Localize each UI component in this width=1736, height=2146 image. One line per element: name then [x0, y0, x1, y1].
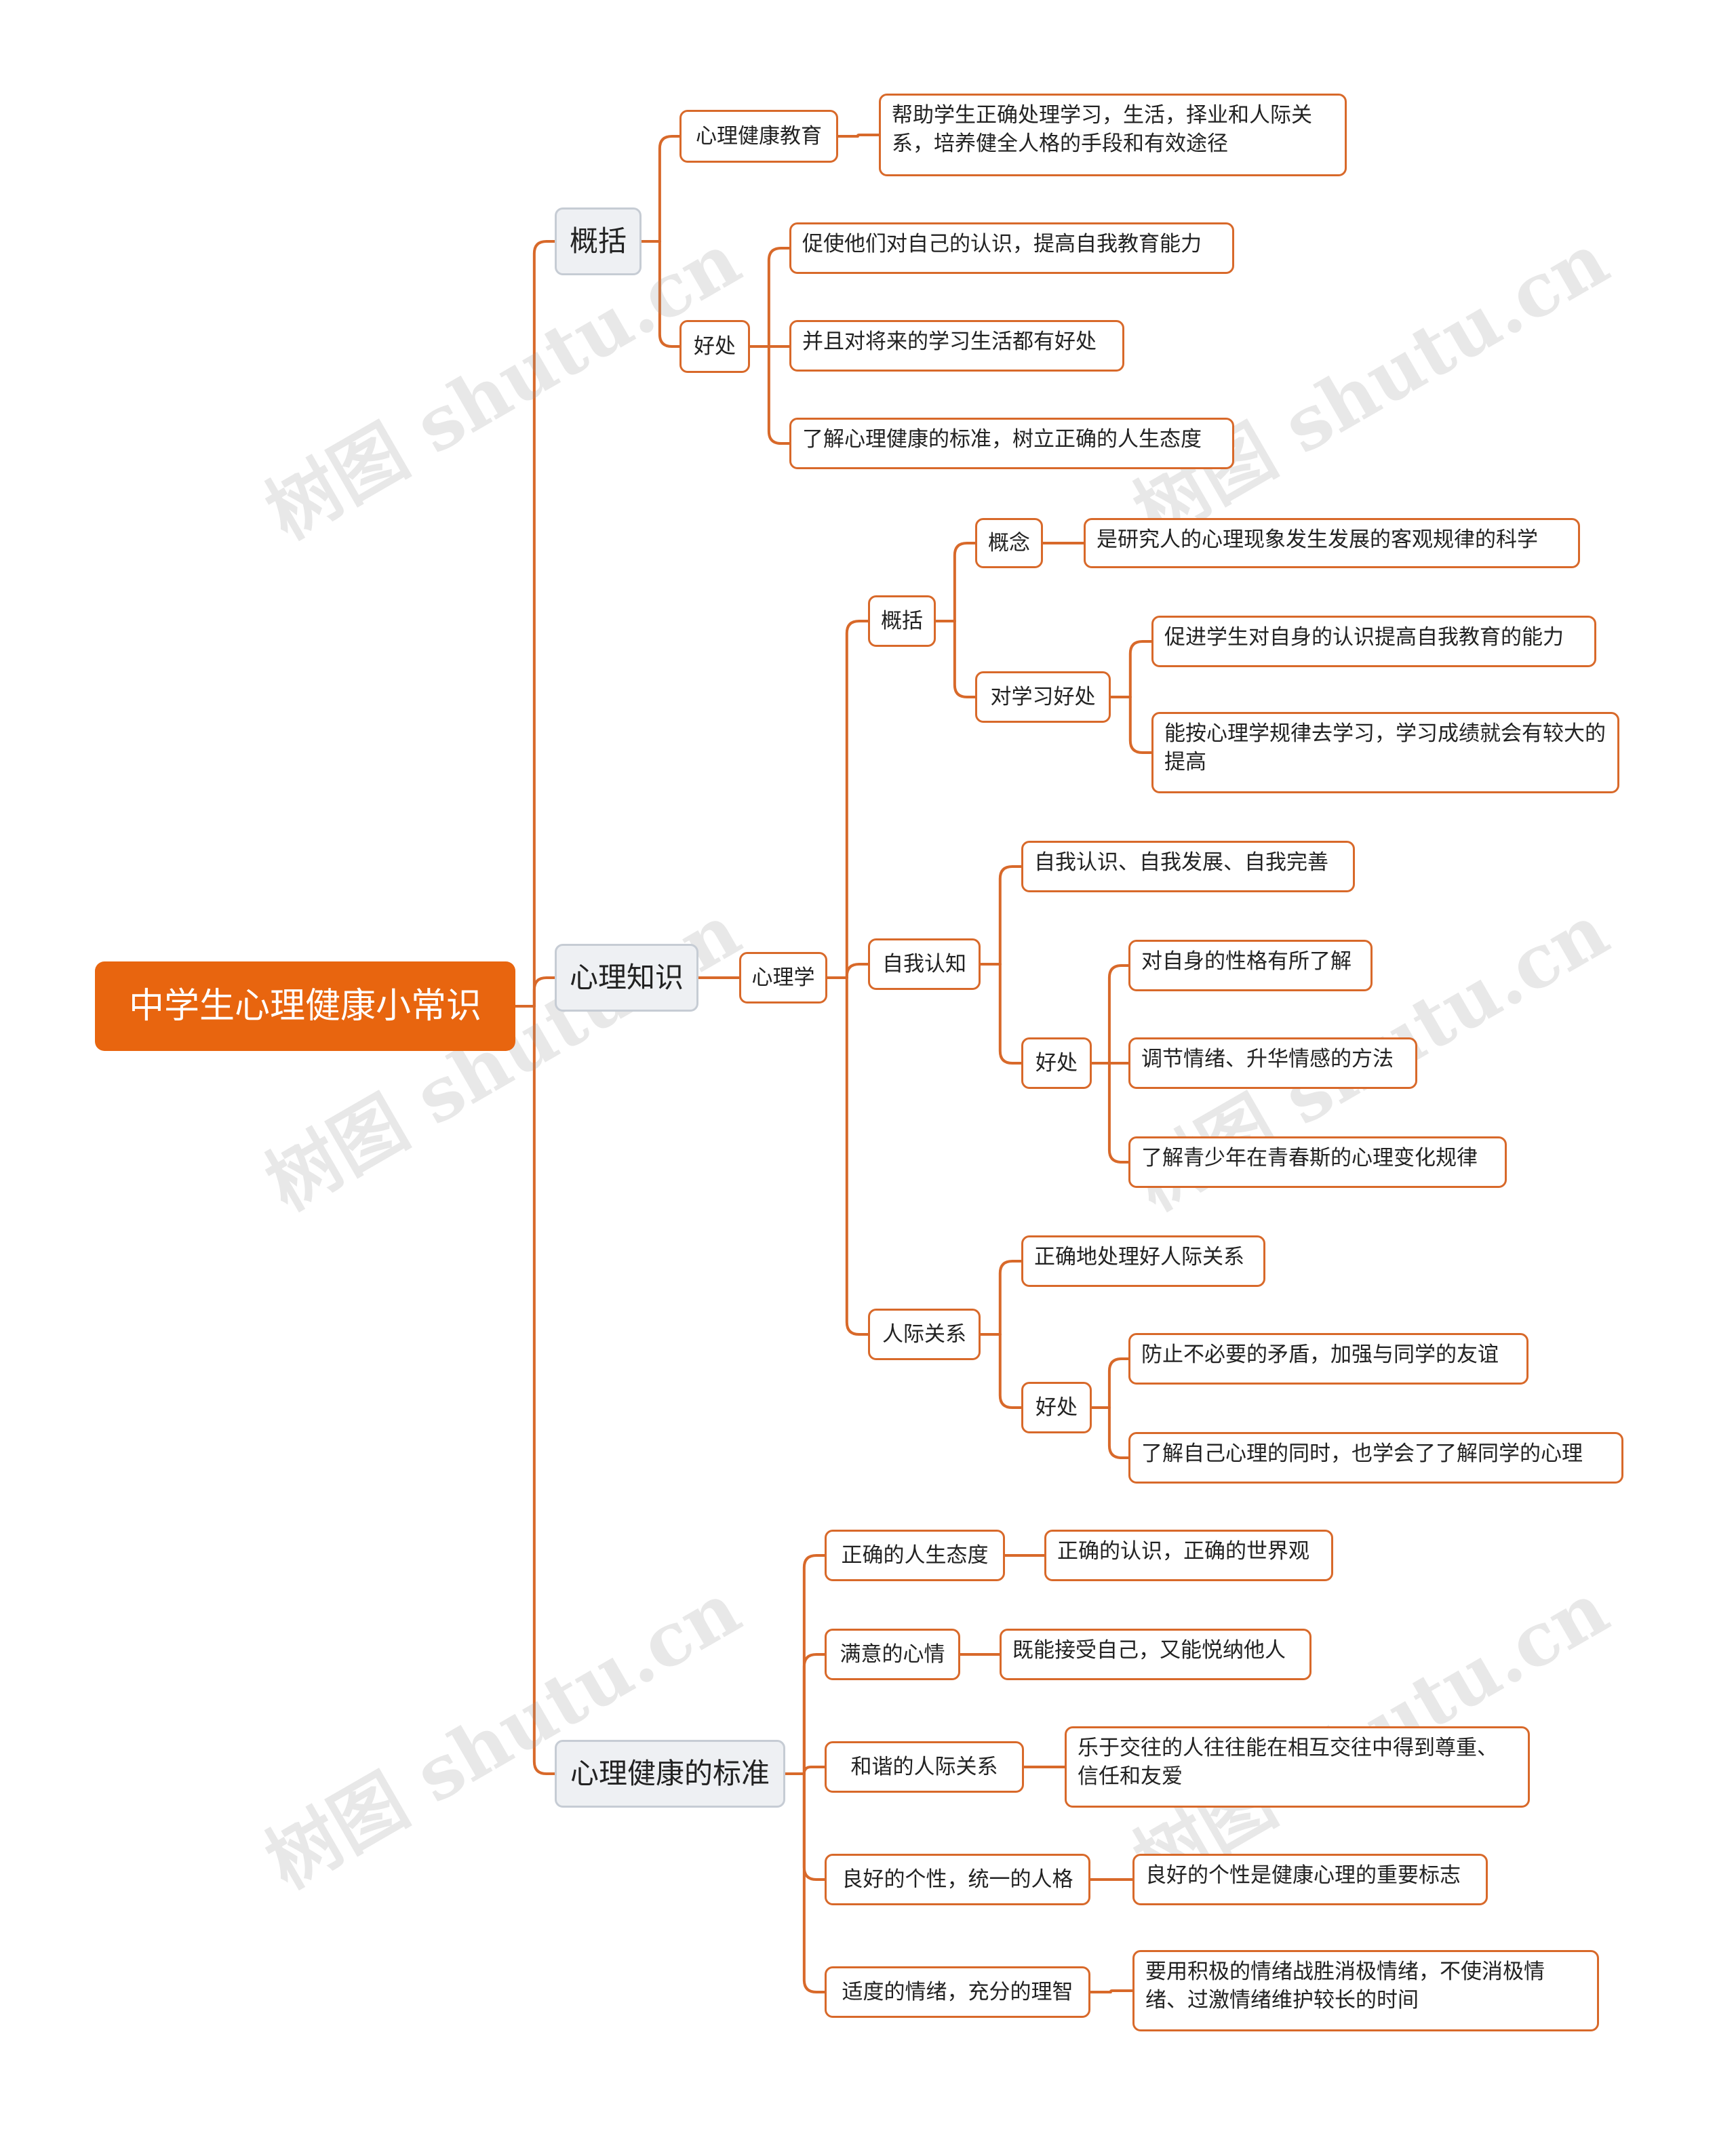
connector-line	[845, 620, 869, 979]
connector-line	[658, 135, 681, 243]
connector-line	[802, 1772, 826, 1993]
connector-line	[532, 976, 556, 1008]
benefit-item[interactable]: 促使他们对自己的认识，提高自我教育能力	[789, 222, 1234, 274]
mental-health-education-detail[interactable]: 帮助学生正确处理学习，生活，择业和人际关系，培养健全人格的手段和有效途径	[879, 94, 1347, 176]
root-node[interactable]: 中学生心理健康小常识	[95, 961, 515, 1051]
self-cognition-benefit-node[interactable]: 好处	[1021, 1037, 1092, 1089]
standard-node[interactable]: 正确的人生态度	[825, 1530, 1005, 1581]
branch-overview[interactable]: 概括	[555, 207, 642, 275]
psychology-node[interactable]: 心理学	[739, 952, 827, 1004]
standard-node[interactable]: 满意的心情	[825, 1629, 960, 1680]
connector-line	[845, 976, 869, 1336]
standard-node[interactable]: 和谐的人际关系	[825, 1741, 1024, 1793]
standard-detail[interactable]: 正确的认识，正确的世界观	[1044, 1530, 1333, 1581]
connector-line	[998, 1260, 1023, 1336]
self-cognition-benefit-item[interactable]: 了解青少年在青春斯的心理变化规律	[1128, 1136, 1507, 1188]
connector-line	[802, 1766, 826, 1775]
connector-line	[658, 240, 681, 348]
connector-line	[998, 1333, 1023, 1409]
standard-detail[interactable]: 乐于交往的人往往能在相互交往中得到尊重、信任和友爱	[1065, 1726, 1530, 1808]
connector-line	[953, 620, 976, 698]
branch-psychology-knowledge[interactable]: 心理知识	[555, 944, 698, 1012]
connector-line	[1107, 964, 1130, 1065]
standard-detail[interactable]: 良好的个性是健康心理的重要标志	[1132, 1854, 1488, 1905]
interpersonal-item[interactable]: 正确地处理好人际关系	[1021, 1235, 1265, 1287]
interpersonal-node[interactable]: 人际关系	[868, 1309, 981, 1360]
concept-detail[interactable]: 是研究人的心理现象发生发展的客观规律的科学	[1084, 518, 1580, 568]
connector-line	[802, 1772, 826, 1881]
study-benefit-item[interactable]: 促进学生对自身的认识提高自我教育的能力	[1151, 616, 1596, 667]
interpersonal-benefit-item[interactable]: 了解自己心理的同时，也学会了了解同学的心理	[1128, 1432, 1623, 1484]
interpersonal-benefit-item[interactable]: 防止不必要的矛盾，加强与同学的友谊	[1128, 1333, 1528, 1385]
branch-health-standards[interactable]: 心理健康的标准	[555, 1740, 785, 1808]
connector-line	[767, 345, 791, 445]
connector-line	[532, 240, 556, 1008]
connector-line	[856, 134, 880, 138]
interpersonal-benefit-node[interactable]: 好处	[1021, 1382, 1092, 1433]
connector-line	[1128, 640, 1153, 698]
connector-line	[998, 963, 1023, 1065]
connector-line	[1107, 1357, 1130, 1409]
connector-line	[953, 542, 976, 622]
connector-line	[532, 1005, 556, 1775]
connector-line	[802, 1554, 826, 1775]
connector-line	[1109, 1989, 1134, 1993]
psychology-overview-node[interactable]: 概括	[868, 595, 936, 647]
standard-detail[interactable]: 要用积极的情绪战胜消极情绪，不使消极情绪、过激情绪维护较长的时间	[1132, 1950, 1599, 2031]
standard-detail[interactable]: 既能接受自己，又能悦纳他人	[1000, 1629, 1311, 1680]
connector-line	[1107, 1062, 1130, 1164]
benefits-node[interactable]: 好处	[679, 320, 750, 373]
benefit-item[interactable]: 了解心理健康的标准，树立正确的人生态度	[789, 418, 1234, 469]
connector-line	[802, 1653, 826, 1775]
benefit-item[interactable]: 并且对将来的学习生活都有好处	[789, 320, 1124, 372]
standard-node[interactable]: 良好的个性，统一的人格	[825, 1854, 1090, 1905]
standard-node[interactable]: 适度的情绪，充分的理智	[825, 1966, 1090, 2018]
self-cognition-benefit-item[interactable]: 对自身的性格有所了解	[1128, 940, 1373, 991]
connector-line	[1107, 1406, 1130, 1459]
connector-line	[998, 865, 1023, 966]
mental-health-education-node[interactable]: 心理健康教育	[679, 110, 838, 163]
study-benefit-item[interactable]: 能按心理学规律去学习，学习成绩就会有较大的提高	[1151, 712, 1619, 793]
self-cognition-item[interactable]: 自我认识、自我发展、自我完善	[1021, 841, 1355, 892]
connector-line	[1128, 696, 1153, 754]
self-cognition-benefit-item[interactable]: 调节情绪、升华情感的方法	[1128, 1037, 1417, 1089]
study-benefit-node[interactable]: 对学习好处	[975, 671, 1111, 723]
connector-line	[767, 247, 791, 348]
connector-line	[845, 963, 869, 979]
self-cognition-node[interactable]: 自我认知	[868, 938, 981, 990]
concept-node[interactable]: 概念	[975, 518, 1043, 568]
